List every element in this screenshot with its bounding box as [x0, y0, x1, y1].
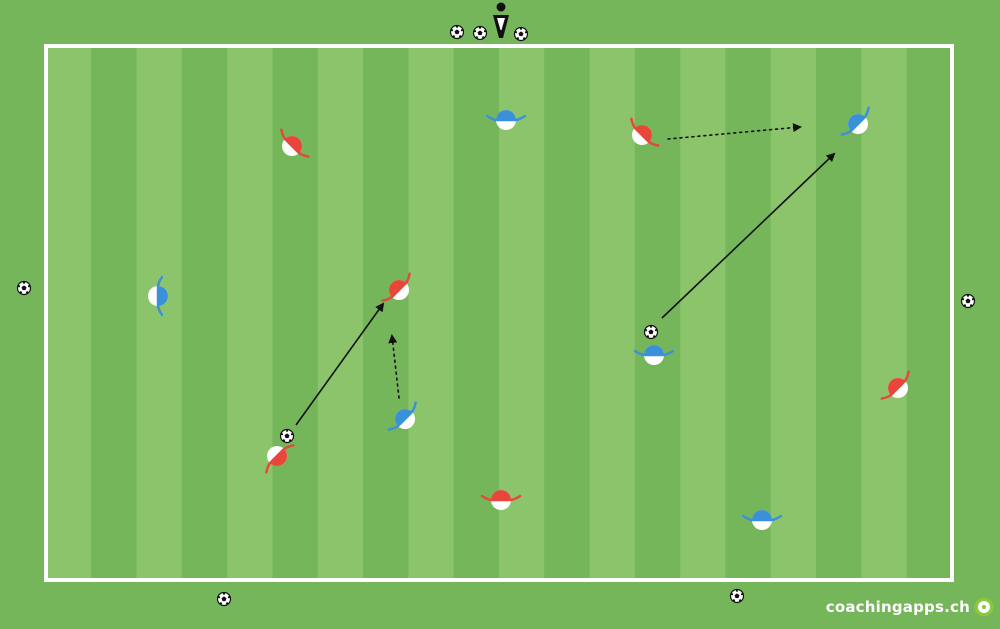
red-player: [630, 117, 660, 147]
grass-stripe: [408, 48, 454, 578]
grass-stripes: [46, 48, 952, 578]
grass-stripe: [181, 48, 228, 578]
soccer-ball-icon: [472, 25, 488, 41]
red-player: [280, 128, 310, 158]
grass-stripe: [770, 48, 817, 578]
red-player: [880, 370, 910, 400]
soccer-ball-icon: [729, 588, 745, 604]
soccer-ball-icon: [643, 324, 659, 340]
blue-player: [840, 106, 870, 136]
brand-logo[interactable]: coachingapps.ch: [826, 597, 994, 617]
grass-stripe: [861, 48, 907, 578]
red-player: [480, 490, 522, 510]
dotted-run-arrow: [667, 123, 802, 140]
blue-player: [485, 110, 527, 130]
grass-stripe: [816, 48, 862, 578]
soccer-ball-icon: [960, 293, 976, 309]
grass-stripe: [499, 48, 545, 578]
grass-stripe: [317, 48, 364, 578]
grass-stripe: [453, 48, 499, 578]
grass-stripe: [363, 48, 409, 578]
soccer-ball-icon: [16, 280, 32, 296]
brand-name: coachingapps.ch: [825, 598, 970, 616]
dotted-run-arrow: [388, 334, 400, 399]
red-player: [265, 444, 295, 474]
grass-stripe: [680, 48, 726, 578]
grass-stripe: [272, 48, 318, 578]
grass-stripe: [589, 48, 635, 578]
red-player: [381, 272, 411, 302]
grass-stripe: [725, 48, 771, 578]
players-layer: [148, 106, 910, 530]
field-boundary: [44, 44, 954, 582]
grass-stripe: [136, 48, 182, 578]
cone-marker-icon: [493, 2, 509, 38]
soccer-ball-icon: [449, 24, 465, 40]
arrows-layer: [295, 123, 836, 426]
solid-pass-arrow: [295, 302, 385, 426]
blue-player: [387, 401, 417, 431]
grass-stripe: [227, 48, 273, 578]
soccer-ball-icon: [279, 428, 295, 444]
grass-stripe: [906, 48, 952, 578]
blue-player: [633, 345, 675, 365]
grass-stripe: [544, 48, 590, 578]
solid-pass-arrow: [661, 152, 836, 319]
soccer-ball-icon: [216, 591, 232, 607]
soccer-ball-icon: [974, 597, 994, 617]
cone-layer: [493, 2, 509, 38]
grass-stripe: [91, 48, 137, 578]
soccer-ball-icon: [513, 26, 529, 42]
blue-player: [741, 510, 783, 530]
grass-stripe: [46, 48, 92, 578]
blue-player: [148, 275, 168, 317]
